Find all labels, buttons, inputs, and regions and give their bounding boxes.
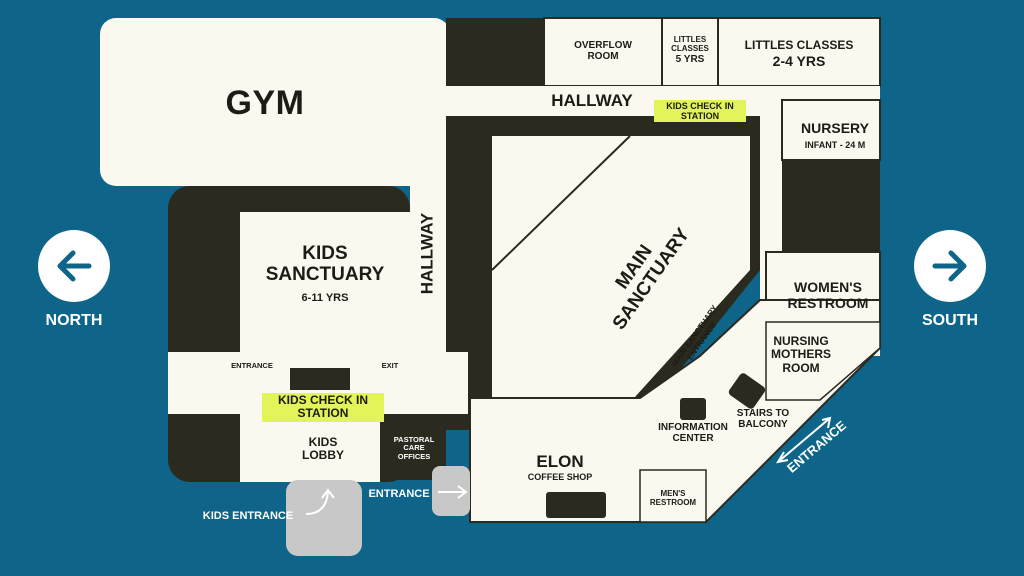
coffee-counter [546, 492, 606, 518]
main-sanctuary-room[interactable] [492, 136, 750, 408]
nursery-storage [782, 160, 880, 252]
kids-entrance-label: KIDS ENTRANCE [202, 510, 294, 522]
west-entrance-label: ENTRANCE [368, 488, 430, 500]
stairs-block [728, 373, 766, 409]
south-button[interactable] [914, 230, 986, 302]
kids-entrance-pad[interactable] [286, 480, 362, 556]
sanctuary-aisle [491, 135, 631, 271]
storage-block-top [446, 18, 544, 86]
information-desk [680, 398, 706, 420]
kids-entrance-arrow [305, 488, 335, 515]
overflow-room[interactable] [543, 17, 663, 87]
kids-sanctuary-room[interactable] [240, 212, 410, 352]
north-label: NORTH [45, 312, 103, 329]
south-entrance-arrow [777, 417, 831, 463]
south-label: SOUTH [922, 312, 978, 329]
check-in-desk [290, 368, 350, 390]
mens-restroom-room[interactable] [639, 469, 707, 523]
north-button[interactable] [38, 230, 110, 302]
arrow-right-icon [932, 250, 967, 282]
gym-room[interactable] [100, 18, 450, 186]
south-entrance-arrowheads [775, 416, 832, 464]
west-entrance-arrow [438, 485, 468, 499]
kids-sanctuary-exit-label: EXIT [381, 361, 399, 370]
nursing-mothers-room[interactable] [765, 321, 881, 401]
arrow-left-icon [57, 250, 92, 282]
kids-sanctuary-entrance-label: ENTRANCE [231, 361, 273, 370]
hallway-side-label: HALLWAY [417, 212, 437, 295]
gym-label: GYM [225, 84, 305, 122]
hallway-top-label: HALLWAY [551, 91, 633, 110]
